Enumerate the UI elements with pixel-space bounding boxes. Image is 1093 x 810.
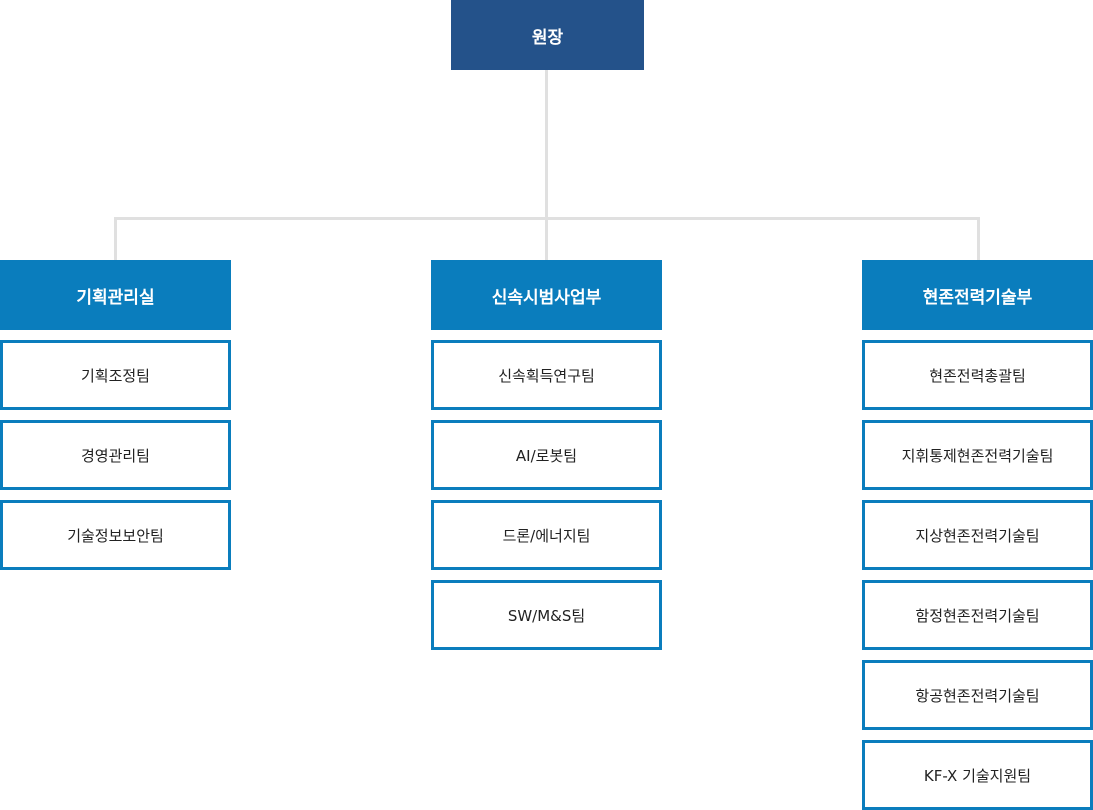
- team-box: 신속획득연구팀: [431, 340, 662, 410]
- team-box: 지휘통제현존전력기술팀: [862, 420, 1093, 490]
- team-box: 항공현존전력기술팀: [862, 660, 1093, 730]
- department-rapid-pilot-projects: 신속시범사업부: [431, 260, 662, 330]
- team-box: 현존전력총괄팀: [862, 340, 1093, 410]
- team-box: 드론/에너지팀: [431, 500, 662, 570]
- root-node-director: 원장: [451, 0, 644, 70]
- department-existing-force-technology: 현존전력기술부: [862, 260, 1093, 330]
- team-box: 함정현존전력기술팀: [862, 580, 1093, 650]
- team-box: 기획조정팀: [0, 340, 231, 410]
- team-box: 경영관리팀: [0, 420, 231, 490]
- department-planning-management: 기획관리실: [0, 260, 231, 330]
- team-box: AI/로봇팀: [431, 420, 662, 490]
- connector-dept-1-drop: [114, 217, 117, 260]
- team-box: SW/M&S팀: [431, 580, 662, 650]
- connector-dept-2-drop: [545, 217, 548, 260]
- team-box: 기술정보보안팀: [0, 500, 231, 570]
- connector-dept-3-drop: [977, 217, 980, 260]
- team-box: 지상현존전력기술팀: [862, 500, 1093, 570]
- team-box: KF-X 기술지원팀: [862, 740, 1093, 810]
- connector-root-vertical: [545, 70, 548, 220]
